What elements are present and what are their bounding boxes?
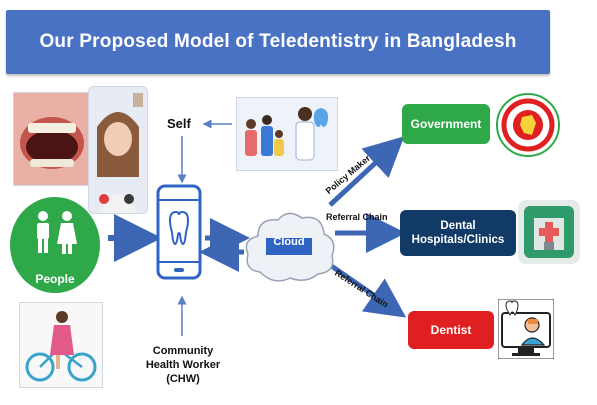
chw-label: Community Health Worker (CHW) xyxy=(128,344,238,386)
chw-label-line1: Community xyxy=(152,345,214,357)
phone-node xyxy=(156,184,202,280)
dentist-box: Dentist xyxy=(408,311,494,349)
dental-hospitals-line2: Hospitals/Clinics xyxy=(411,234,505,246)
bicycle-icon xyxy=(20,303,102,387)
dentist-badge xyxy=(497,298,555,360)
referral-chain-label-1: Referral Chain xyxy=(326,212,388,222)
title-banner xyxy=(6,10,550,74)
video-call-icon xyxy=(89,87,147,213)
chw-label-line2: Health Worker xyxy=(145,359,221,371)
video-call-photo xyxy=(88,86,148,214)
mouth-photo xyxy=(13,92,91,186)
teeth-icon xyxy=(14,93,90,185)
chw-bicycle-photo xyxy=(19,302,103,388)
family-icon xyxy=(237,98,337,170)
tooth-icon xyxy=(168,210,190,246)
government-box: Government xyxy=(402,104,490,144)
dental-hospitals-line1: Dental xyxy=(440,219,476,232)
cloud-icon xyxy=(245,212,335,282)
hospital-icon xyxy=(518,200,580,264)
government-seal xyxy=(496,93,560,157)
arrow-cloud-to-government xyxy=(328,136,405,207)
government-seal-icon xyxy=(496,93,560,157)
self-label: Self xyxy=(167,116,191,131)
phone-icon xyxy=(156,184,202,280)
people-node xyxy=(9,196,101,294)
dental-hospitals-box: Dental Hospitals/Clinics xyxy=(400,210,516,256)
people-icon xyxy=(10,197,100,293)
cloud-label: Cloud xyxy=(273,236,305,248)
family-doctor-photo xyxy=(236,97,338,171)
hospital-badge xyxy=(518,200,580,264)
cloud-node xyxy=(240,206,338,286)
dentist-icon xyxy=(497,298,555,360)
arrow-cloud-to-dentist xyxy=(328,262,407,318)
chw-label-line3: (CHW) xyxy=(166,373,200,385)
people-label: People xyxy=(35,272,75,286)
page-title: Our Proposed Model of Teledentistry in B… xyxy=(39,31,517,52)
